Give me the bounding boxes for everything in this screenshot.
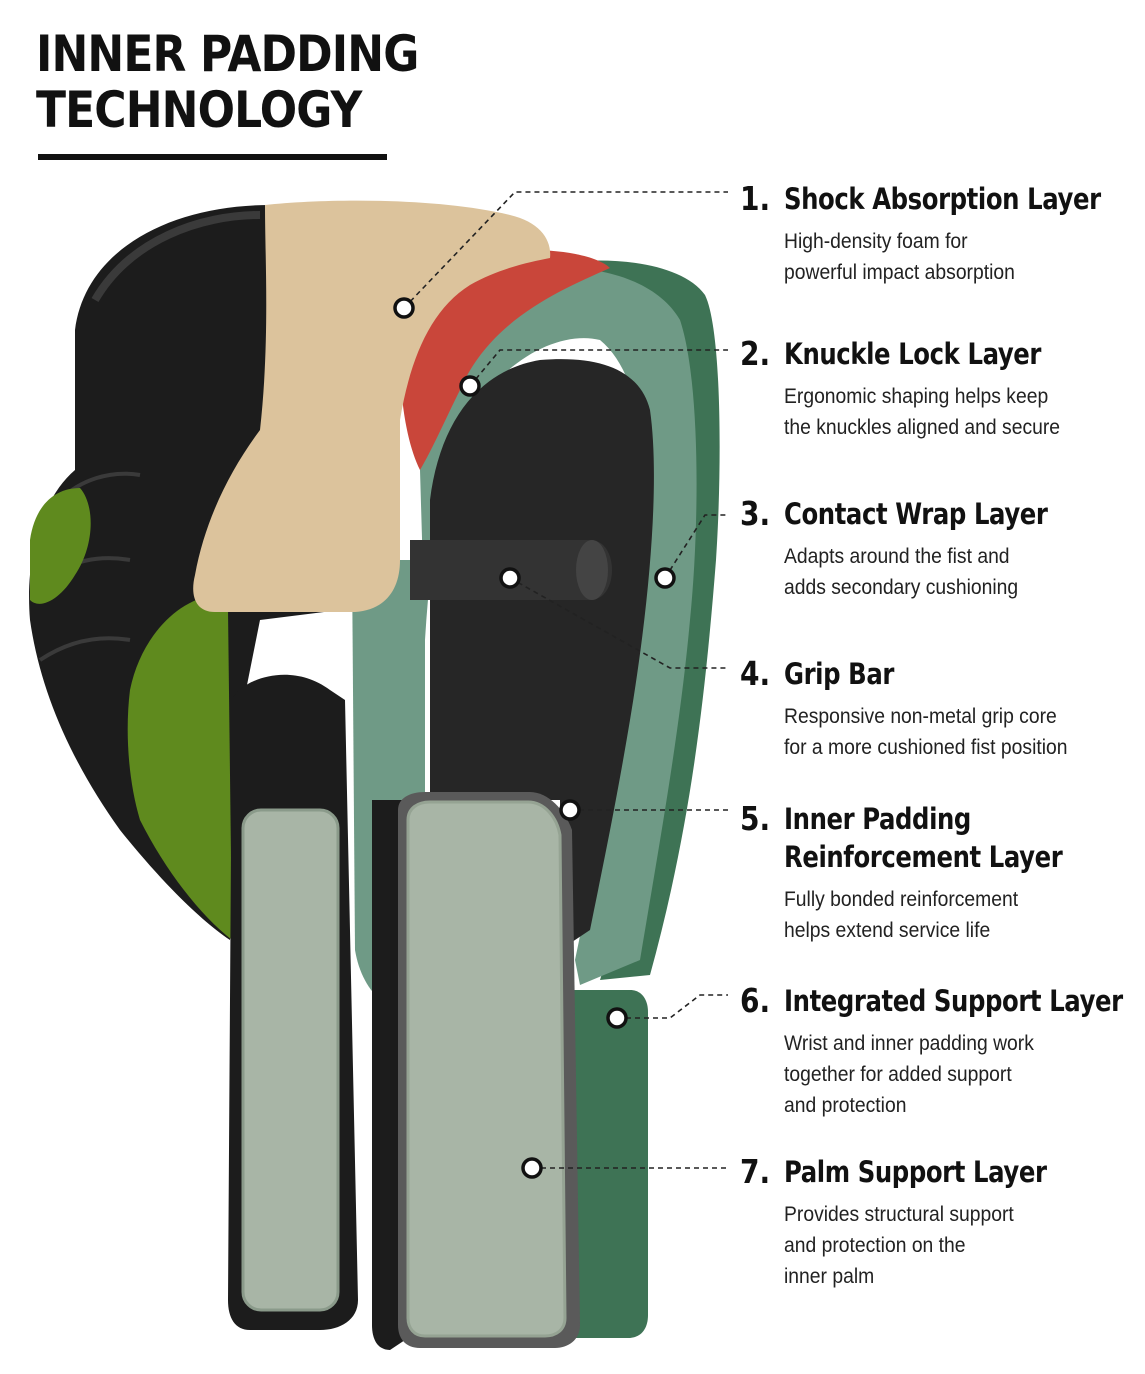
knuckle-lock-layer xyxy=(399,250,610,470)
callout-heading: Contact Wrap Layer xyxy=(784,497,1048,531)
callout-number: 2. xyxy=(740,334,771,373)
marker-5 xyxy=(559,799,581,821)
leader-3 xyxy=(664,514,728,579)
callout-contact-wrap: 3. Contact Wrap Layer Adapts around the … xyxy=(740,495,1130,603)
integrated-support-layer xyxy=(568,990,648,1338)
callout-knuckle-lock: 2. Knuckle Lock Layer Ergonomic shaping … xyxy=(740,335,1130,443)
marker-7 xyxy=(521,1157,543,1179)
palm-support-layer xyxy=(406,800,567,1338)
callout-grip-bar: 4. Grip Bar Responsive non-metal grip co… xyxy=(740,655,1130,763)
leader-4 xyxy=(509,577,728,669)
inner-reinforcement-layer xyxy=(430,359,654,951)
callout-number: 5. xyxy=(740,799,771,838)
marker-6 xyxy=(606,1007,628,1029)
sage-green-layer xyxy=(420,267,697,986)
grip-bar-end xyxy=(576,540,608,600)
callout-heading: Knuckle Lock Layer xyxy=(784,337,1042,371)
title-line-2: TECHNOLOGY xyxy=(36,81,362,139)
callout-shock-absorption: 1. Shock Absorption Layer High-density f… xyxy=(740,180,1130,288)
title-underline xyxy=(38,154,387,160)
callout-leaders xyxy=(403,191,728,1169)
marker-4 xyxy=(499,567,521,589)
left-cuff-padding xyxy=(241,808,340,1312)
right-cuff-shell xyxy=(372,800,405,1350)
callout-number: 6. xyxy=(740,981,771,1020)
marker-3 xyxy=(654,567,676,589)
shock-absorption-layer xyxy=(193,200,551,612)
title-line-1: INNER PADDING xyxy=(36,25,419,83)
callout-number: 7. xyxy=(740,1152,771,1191)
callout-integrated-support: 6. Integrated Support Layer Wrist and in… xyxy=(740,982,1130,1121)
marker-1 xyxy=(393,297,415,319)
callout-number: 3. xyxy=(740,494,771,533)
leader-2 xyxy=(469,349,728,387)
callout-palm-support: 7. Palm Support Layer Provides structura… xyxy=(740,1153,1130,1292)
olive-side-panel xyxy=(127,595,232,940)
callout-markers xyxy=(393,297,676,1179)
olive-thumb-accent xyxy=(30,488,91,604)
callout-heading: Integrated Support Layer xyxy=(784,984,1123,1018)
marker-2 xyxy=(459,375,481,397)
page-title: INNER PADDING TECHNOLOGY xyxy=(36,25,419,139)
callout-number: 4. xyxy=(740,654,771,693)
callout-heading: Grip Bar xyxy=(784,657,894,691)
callout-heading: Shock Absorption Layer xyxy=(784,182,1101,216)
callout-number: 1. xyxy=(740,179,771,218)
callout-heading: Palm Support Layer xyxy=(784,1155,1047,1189)
